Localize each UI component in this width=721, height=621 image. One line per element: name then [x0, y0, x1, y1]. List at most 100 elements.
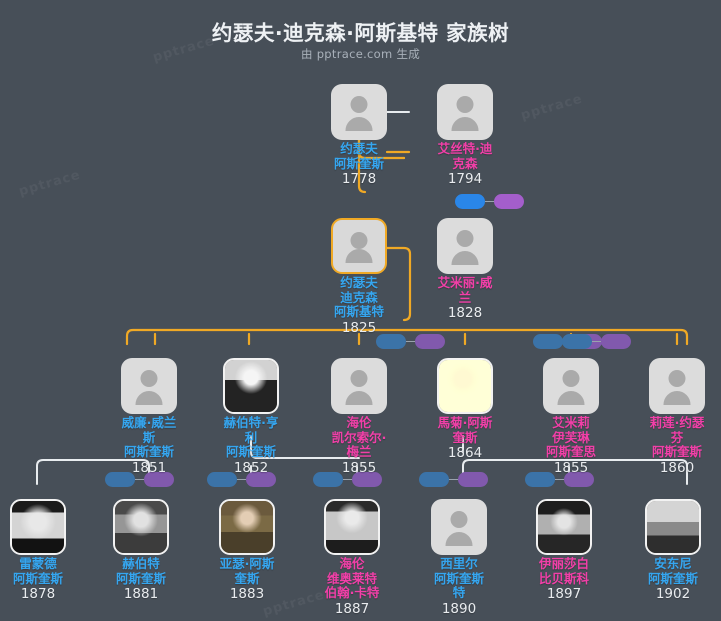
person-photo[interactable]	[324, 499, 380, 555]
person-photo[interactable]	[223, 358, 279, 414]
person-birth-year: 1883	[229, 586, 265, 602]
person-birth-year: 1855	[341, 459, 377, 476]
avatar-head-icon	[456, 96, 474, 113]
person-name: 赫伯特·亨利 阿斯奎斯	[223, 415, 279, 459]
badge-male-icon[interactable]	[525, 472, 555, 487]
badge-male-icon[interactable]	[419, 472, 449, 487]
badge-female-icon[interactable]	[494, 194, 524, 209]
person-photo[interactable]	[536, 499, 592, 555]
person-name: 馬菊·阿斯奎斯	[437, 415, 493, 445]
badge-female-icon[interactable]	[246, 472, 276, 487]
person-avatar-placeholder-icon[interactable]	[437, 84, 493, 140]
person-birth-year: 1881	[123, 586, 159, 602]
avatar-head-icon	[140, 370, 158, 387]
badge-male-icon[interactable]	[455, 194, 485, 209]
person-avatar-placeholder-icon[interactable]	[331, 218, 387, 274]
badge-link-line	[406, 340, 415, 343]
person-birth-year: 1828	[447, 305, 483, 321]
badge-male-icon[interactable]	[376, 334, 406, 349]
badge-link-line	[135, 478, 144, 481]
badge-male-icon[interactable]	[562, 334, 592, 349]
badge-pair[interactable]	[105, 472, 174, 487]
person-birth-year: 1878	[20, 586, 56, 602]
person-avatar-placeholder-icon[interactable]	[437, 218, 493, 274]
person-name: 海伦 凯尔索尔·梅兰	[331, 415, 387, 459]
page-subtitle: 由 pptrace.com 生成	[300, 47, 421, 61]
person-avatar-placeholder-icon[interactable]	[121, 358, 177, 414]
person-name: 雷蒙德 阿斯奎斯	[12, 556, 63, 586]
person-name: 亚瑟·阿斯奎斯	[219, 556, 275, 586]
badge-female-icon[interactable]	[601, 334, 631, 349]
badge-link-line	[485, 200, 494, 203]
person-avatar-placeholder-icon[interactable]	[431, 499, 487, 555]
person-avatar-placeholder-icon[interactable]	[331, 84, 387, 140]
avatar-head-icon	[456, 230, 474, 247]
person-photo[interactable]	[113, 499, 169, 555]
person-name: 艾米丽·威兰	[437, 275, 493, 305]
person-avatar-placeholder-icon[interactable]	[331, 358, 387, 414]
badge-pair[interactable]	[525, 472, 594, 487]
badge-link-line	[237, 478, 246, 481]
badge-female-icon[interactable]	[144, 472, 174, 487]
person-photo[interactable]	[645, 499, 701, 555]
avatar-head-icon	[562, 370, 580, 387]
person-photo[interactable]	[437, 358, 493, 414]
badge-link-line	[343, 478, 352, 481]
person-name: 艾米莉 伊芙琳 阿斯奎思	[545, 415, 596, 459]
person-avatar-placeholder-icon[interactable]	[649, 358, 705, 414]
avatar-head-icon	[350, 370, 368, 387]
person-birth-year: 1890	[441, 600, 477, 617]
badge-pair[interactable]	[313, 472, 382, 487]
badge-pair[interactable]	[376, 334, 445, 349]
avatar-body-icon	[451, 117, 479, 131]
badge-female-icon[interactable]	[352, 472, 382, 487]
badge-female-icon[interactable]	[415, 334, 445, 349]
badge-male-icon[interactable]	[313, 472, 343, 487]
badge-pair[interactable]	[455, 194, 524, 209]
badge-male-icon[interactable]	[207, 472, 237, 487]
avatar-body-icon	[663, 391, 691, 405]
avatar-head-icon	[668, 370, 686, 387]
badge-female-icon[interactable]	[564, 472, 594, 487]
person-name: 安东尼 阿斯奎斯	[647, 556, 698, 586]
avatar-body-icon	[445, 532, 473, 546]
person-birth-year: 1778	[341, 171, 377, 187]
person-avatar-placeholder-icon[interactable]	[543, 358, 599, 414]
person-name: 威廉·威兰斯 阿斯奎斯	[121, 415, 177, 459]
person-name: 赫伯特 阿斯奎斯	[115, 556, 166, 586]
person-birth-year: 1887	[334, 600, 370, 617]
badge-female-icon[interactable]	[458, 472, 488, 487]
person-birth-year: 1897	[546, 586, 582, 602]
badge-pair[interactable]	[419, 472, 488, 487]
badge-male-icon[interactable]	[533, 334, 563, 349]
badge-pair[interactable]	[562, 334, 631, 349]
person-name: 西里尔 阿斯奎斯特	[433, 556, 484, 600]
person-name: 伊丽莎白 比贝斯科	[538, 556, 589, 586]
badge-male-icon[interactable]	[105, 472, 135, 487]
page-title: 约瑟夫·迪克森·阿斯基特 家族树	[211, 21, 510, 45]
person-photo[interactable]	[10, 499, 66, 555]
person-name: 约瑟夫 迪克森 阿斯基特	[333, 275, 384, 319]
avatar-head-icon	[350, 232, 368, 249]
badge-pair[interactable]	[207, 472, 276, 487]
avatar-body-icon	[451, 251, 479, 265]
person-photo[interactable]	[219, 499, 275, 555]
